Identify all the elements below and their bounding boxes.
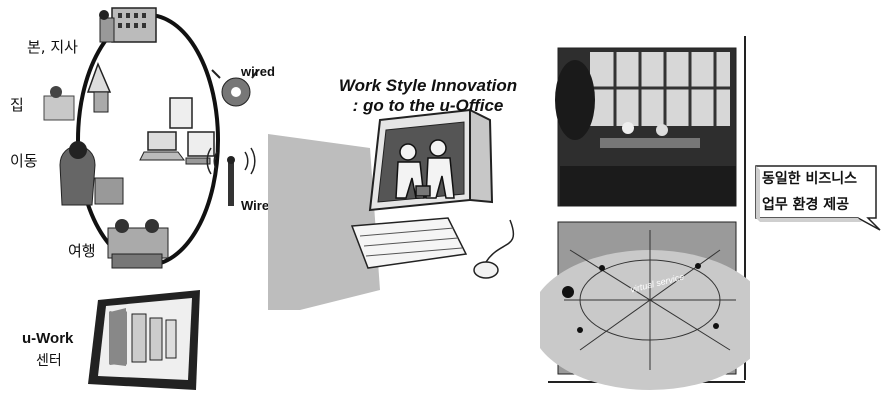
home-label: 집 — [10, 94, 24, 115]
travel-label: 여행 — [68, 240, 96, 261]
callout-line-2: 업무 환경 제공 — [762, 192, 849, 218]
work-style-title: Work Style Innovation — [308, 76, 548, 96]
u-work-center-name: u-Work — [22, 330, 73, 347]
travel-icon — [108, 219, 168, 268]
office-photo-panel: virtual service — [540, 30, 750, 392]
computer-icon — [140, 98, 214, 164]
mobile-label: 이동 — [10, 150, 38, 171]
head-office-label: 본, 지사 — [27, 36, 78, 57]
office-meeting-photo — [555, 48, 736, 206]
virtual-service-globe-photo: virtual service — [540, 222, 750, 390]
u-office-subtitle: : go to the u-Office — [308, 96, 548, 116]
mobile-person-icon — [60, 141, 123, 205]
callout-line-1: 동일한 비즈니스 — [762, 166, 857, 192]
home-icon — [44, 64, 110, 120]
u-work-center-illustration — [88, 290, 200, 390]
wired-label: wired — [241, 64, 275, 79]
office-building-icon — [99, 8, 156, 42]
u-work-center-subtitle: 센터 — [36, 350, 62, 370]
u-office-computer-illustration — [260, 90, 560, 310]
projection-beam — [268, 134, 380, 310]
